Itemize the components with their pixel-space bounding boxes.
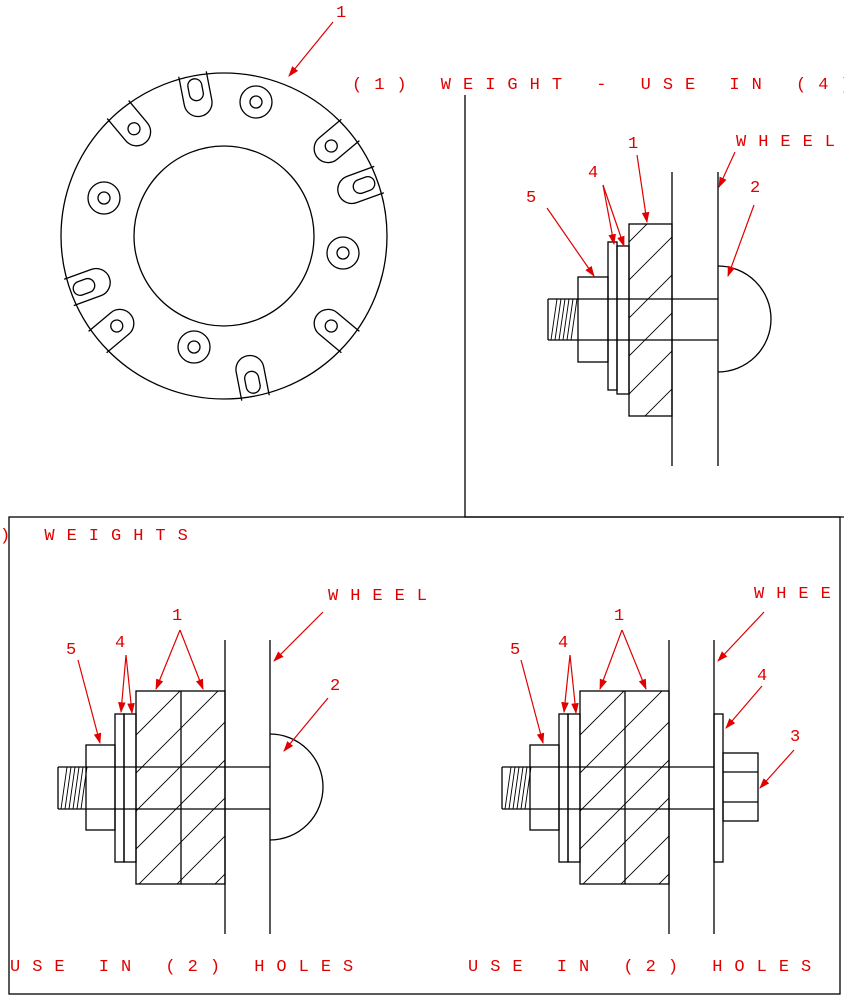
single-weight-assembly: 1 4 5 2 WHEEL bbox=[526, 133, 844, 466]
callout-2: 2 bbox=[330, 677, 340, 696]
callout-5: 5 bbox=[66, 641, 76, 660]
wheel-label: WHEEL bbox=[328, 587, 439, 606]
callout-5: 5 bbox=[526, 189, 536, 208]
edge-slots bbox=[63, 71, 385, 401]
callout-2: 2 bbox=[750, 179, 760, 198]
callout-4: 4 bbox=[558, 634, 568, 653]
callout-4: 4 bbox=[115, 634, 125, 653]
wheel-label: WHEEL bbox=[754, 585, 844, 604]
panel-frames bbox=[8, 95, 844, 995]
bolt-holes bbox=[87, 85, 360, 364]
callout-3: 3 bbox=[790, 728, 800, 747]
callout-4-wheel-side: 4 bbox=[757, 667, 767, 686]
callout-1: 1 bbox=[628, 135, 638, 154]
callout-5: 5 bbox=[510, 641, 520, 660]
double-weight-dome-assembly: 1 4 5 2 WHEEL bbox=[57, 587, 439, 934]
caption-right-holes: USE IN (2) HOLES bbox=[468, 958, 823, 977]
callout-1: 1 bbox=[172, 607, 182, 626]
double-weight-nut-assembly: 1 4 5 4 3 WHEEL bbox=[501, 585, 844, 934]
caption-single-weight: (1) WEIGHT - USE IN (4) HOL bbox=[352, 76, 844, 95]
weight-plate-label: 1 bbox=[336, 4, 346, 23]
caption-weights: ) WEIGHTS bbox=[0, 527, 200, 546]
wheel-label: WHEEL bbox=[736, 133, 844, 152]
caption-left-holes: USE IN (2) HOLES bbox=[10, 958, 365, 977]
callout-1: 1 bbox=[614, 607, 624, 626]
callout-4: 4 bbox=[588, 164, 598, 183]
weight-plate-drawing: 1 bbox=[60, 4, 388, 401]
